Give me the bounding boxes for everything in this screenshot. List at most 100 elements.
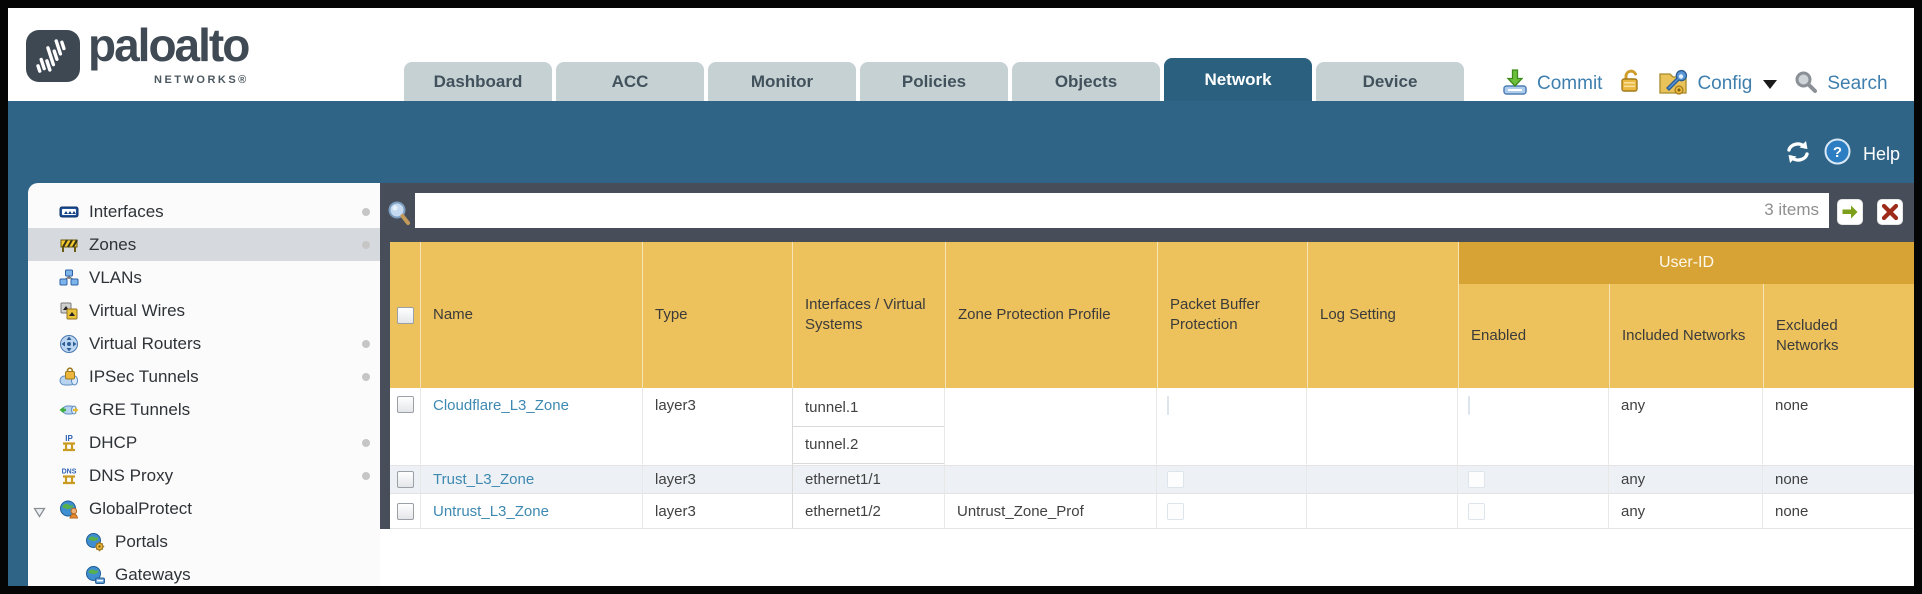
column-header-name[interactable]: Name (421, 242, 643, 388)
user-id-enabled-checkbox[interactable] (1468, 471, 1485, 488)
included-networks: any (1609, 388, 1763, 466)
zone-protection-profile (945, 466, 1157, 494)
sidebar-item-dns-proxy[interactable]: DNS DNS Proxy (28, 459, 380, 492)
config-caret-down-icon[interactable] (1763, 79, 1778, 89)
user-id-enabled-checkbox[interactable] (1468, 396, 1470, 415)
clear-filter-button[interactable] (1877, 199, 1903, 225)
table-empty-area (380, 529, 1914, 586)
zones-table: Name Type Interfaces / Virtual Systems Z… (390, 242, 1914, 529)
refresh-icon[interactable] (1784, 139, 1812, 170)
sidebar-item-interfaces[interactable]: Interfaces (28, 195, 380, 228)
user-id-enabled-cell (1458, 388, 1609, 466)
packet-buffer-protection-checkbox[interactable] (1167, 471, 1184, 488)
row-checkbox[interactable] (396, 471, 414, 488)
column-header-included-networks[interactable]: Included Networks (1610, 284, 1764, 388)
sidebar-item-zones[interactable]: Zones (28, 228, 380, 261)
header-actions: Commit Config (1502, 66, 1888, 102)
search-icon[interactable] (1794, 70, 1818, 99)
log-setting (1307, 466, 1458, 494)
help-label[interactable]: Help (1862, 143, 1900, 164)
sidebar-item-portals[interactable]: Portals (28, 525, 380, 558)
sidebar-item-gre-tunnels[interactable]: GRE Tunnels (28, 393, 380, 426)
excluded-networks: none (1763, 494, 1913, 529)
zone-name-link[interactable]: Cloudflare_L3_Zone (433, 397, 569, 414)
config-icon[interactable] (1658, 68, 1688, 101)
tab-dashboard[interactable]: Dashboard (404, 62, 552, 101)
tab-policies[interactable]: Policies (860, 62, 1008, 101)
column-header-excluded-networks[interactable]: Excluded Networks (1764, 284, 1914, 388)
sidebar-item-dhcp[interactable]: IP DHCP (28, 426, 380, 459)
column-header-log-setting[interactable]: Log Setting (1308, 242, 1459, 388)
included-networks: any (1609, 466, 1763, 494)
sidebar-nav: Interfaces Zones VLANs (28, 195, 380, 586)
zone-type: layer3 (643, 466, 793, 494)
sidebar-item-globalprotect[interactable]: GlobalProtect (28, 492, 380, 525)
config-label[interactable]: Config (1697, 73, 1753, 94)
brand-subtitle: NETWORKS® (154, 74, 249, 86)
zone-protection-profile (945, 388, 1157, 466)
zone-type: layer3 (643, 388, 793, 466)
tab-acc[interactable]: ACC (556, 62, 704, 101)
user-id-enabled-checkbox[interactable] (1468, 502, 1485, 520)
row-checkbox[interactable] (396, 502, 414, 520)
tab-device[interactable]: Device (1316, 62, 1464, 101)
dns-proxy-icon: DNS (58, 465, 80, 487)
status-dot (362, 208, 370, 216)
packet-buffer-protection-checkbox[interactable] (1167, 502, 1184, 520)
gateways-icon (84, 564, 106, 586)
status-dot (362, 439, 370, 447)
zone-name-link[interactable]: Untrust_L3_Zone (433, 502, 549, 520)
sidebar-item-gateways[interactable]: Gateways (28, 558, 380, 586)
commit-icon[interactable] (1502, 68, 1528, 100)
row-checkbox[interactable] (396, 396, 414, 413)
packet-buffer-protection-cell (1157, 466, 1307, 494)
tree-collapse-icon[interactable] (33, 503, 46, 523)
sidebar-item-ipsec-tunnels[interactable]: IPSec Tunnels (28, 360, 380, 393)
apply-filter-button[interactable] (1837, 199, 1863, 225)
packet-buffer-protection-cell (1157, 388, 1307, 466)
zone-protection-profile: Untrust_Zone_Prof (945, 494, 1157, 529)
column-header-packet-buffer-protection[interactable]: Packet Buffer Protection (1158, 242, 1308, 388)
tab-network[interactable]: Network (1164, 58, 1312, 101)
help-icon[interactable]: ? (1824, 138, 1851, 170)
user-id-group-header: User-ID (1459, 242, 1914, 284)
svg-text:?: ? (1833, 144, 1842, 161)
column-header-enabled[interactable]: Enabled (1459, 284, 1610, 388)
globalprotect-icon (58, 498, 80, 520)
sidebar-item-virtual-wires[interactable]: Virtual Wires (28, 294, 380, 327)
tab-monitor[interactable]: Monitor (708, 62, 856, 101)
zone-interfaces: tunnel.1 tunnel.2 (792, 388, 945, 466)
status-dot (362, 373, 370, 381)
tab-objects[interactable]: Objects (1012, 62, 1160, 101)
column-header-type[interactable]: Type (643, 242, 793, 388)
ipsec-tunnels-icon (58, 366, 80, 388)
top-header: paloalto NETWORKS® Dashboard ACC Monitor… (8, 8, 1914, 101)
select-all-checkbox[interactable] (396, 306, 414, 324)
dhcp-icon: IP (58, 432, 80, 454)
portals-icon (84, 531, 106, 553)
virtual-routers-icon (58, 333, 80, 355)
excluded-networks: none (1763, 388, 1913, 466)
table-row: Untrust_L3_Zone layer3 ethernet1/2 Untru… (390, 494, 1914, 529)
filter-input-wrap: 3 items (415, 193, 1829, 228)
sidebar-item-vlans[interactable]: VLANs (28, 261, 380, 294)
zone-name-link[interactable]: Trust_L3_Zone (433, 471, 535, 488)
vlans-icon (58, 267, 80, 289)
svg-text:DNS: DNS (62, 468, 77, 475)
packet-buffer-protection-cell (1157, 494, 1307, 529)
table-header: Name Type Interfaces / Virtual Systems Z… (390, 242, 1914, 388)
sidebar-item-virtual-routers[interactable]: Virtual Routers (28, 327, 380, 360)
packet-buffer-protection-checkbox[interactable] (1167, 396, 1169, 415)
search-label[interactable]: Search (1827, 73, 1888, 94)
column-header-interfaces[interactable]: Interfaces / Virtual Systems (793, 242, 946, 388)
column-header-zone-protection-profile[interactable]: Zone Protection Profile (946, 242, 1158, 388)
lock-icon[interactable] (1617, 68, 1643, 100)
interfaces-icon (58, 201, 80, 223)
paloalto-logo-icon (25, 26, 81, 89)
filter-input[interactable] (415, 193, 1829, 228)
commit-label[interactable]: Commit (1537, 73, 1603, 94)
page: paloalto NETWORKS® Dashboard ACC Monitor… (8, 8, 1914, 586)
log-setting (1307, 494, 1458, 529)
status-dot (362, 472, 370, 480)
